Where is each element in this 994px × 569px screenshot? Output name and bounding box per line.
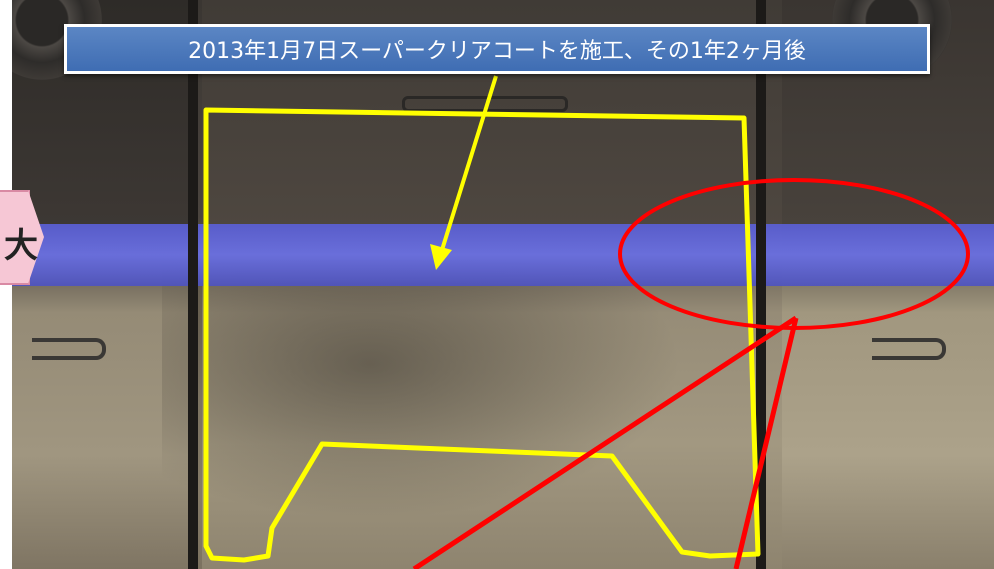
magnify-tab-shape <box>0 190 30 285</box>
callout-banner: 2013年1月7日スーパークリアコートを施工、その1年2ヶ月後 <box>64 24 930 74</box>
right-grab-handle <box>872 338 946 360</box>
red-pointer-line-right <box>733 317 799 569</box>
magnify-tab-tip <box>28 190 44 284</box>
magnify-tab: 大 <box>0 190 44 285</box>
left-grab-handle <box>32 338 106 360</box>
left-door-gap <box>188 0 198 569</box>
yellow-arrow-shaft <box>440 75 498 251</box>
right-door-gap <box>756 0 766 569</box>
yellow-highlight-outline <box>203 107 761 563</box>
red-highlight-circle <box>618 178 970 330</box>
panel-shadow <box>162 260 682 520</box>
magnify-tab-glyph: 大 <box>4 226 38 266</box>
blue-stripe <box>12 224 994 286</box>
yellow-arrow-head <box>430 244 452 270</box>
red-pointer-line-left <box>412 315 798 569</box>
